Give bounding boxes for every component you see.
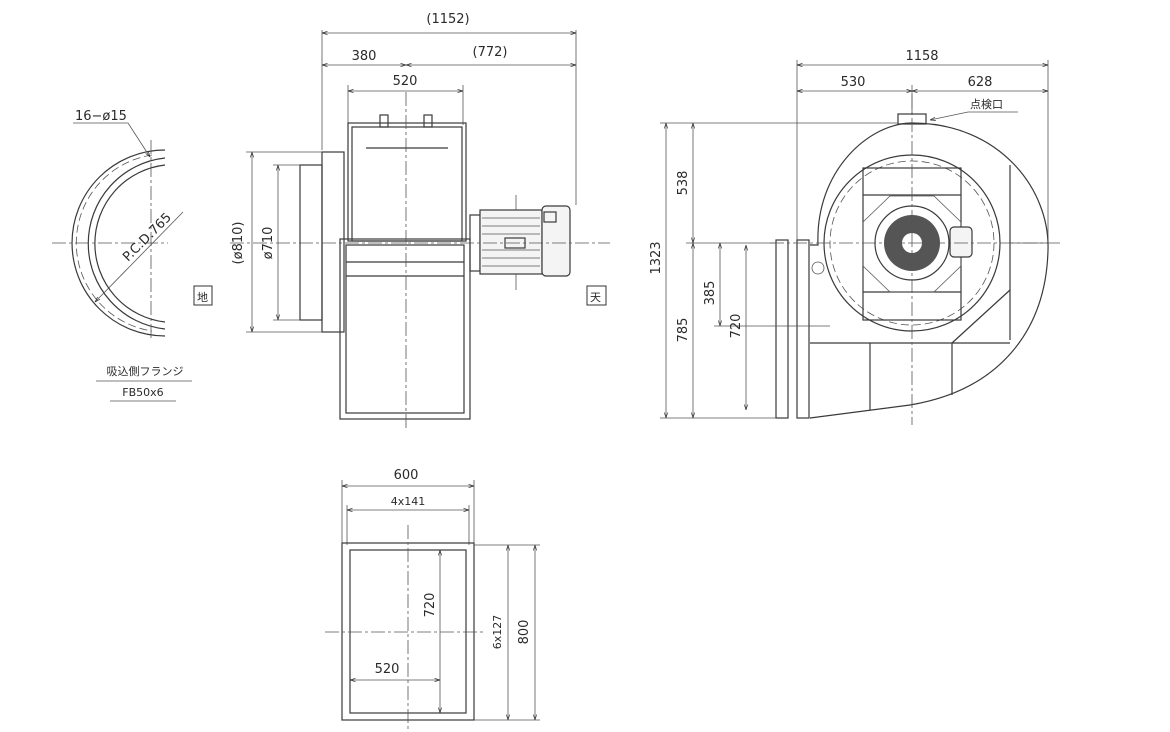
overall-height-dim: 1323 xyxy=(649,241,664,274)
flange-view: 16−ø15 P.C.D.765 地 吸込側フランジ FB50x6 xyxy=(52,109,213,402)
outlet-outer-width-dim: 600 xyxy=(394,468,419,483)
casing-width-dim: 520 xyxy=(393,74,418,89)
outlet-inner-width-dim: 520 xyxy=(375,662,400,677)
outlet-offset-dim: 385 xyxy=(703,281,718,306)
inner-diameter-dim: ø710 xyxy=(261,227,276,260)
left-width-dim: 530 xyxy=(841,75,866,90)
flange-outer-arc xyxy=(71,149,166,337)
flange-title: 吸込側フランジ xyxy=(107,365,184,378)
front-view: 1158 530 628 点検口 13 xyxy=(649,49,1060,425)
outlet-view: 600 4x141 720 520 6x127 800 xyxy=(325,468,540,732)
inspection-port-label: 点検口 xyxy=(970,97,1003,111)
right-width-dim: 628 xyxy=(968,75,993,90)
flange-inner-arc xyxy=(94,164,166,323)
bolt-pitch-y-dim: 6x127 xyxy=(491,615,504,650)
outlet-outer-height-dim: 800 xyxy=(517,620,532,645)
bolt-pitch-x-dim: 4x141 xyxy=(391,495,426,508)
outer-diameter-dim: (ø810) xyxy=(231,222,246,265)
outlet-height-dim: 720 xyxy=(729,314,744,339)
inlet-length-dim: 380 xyxy=(352,49,377,64)
flange-material: FB50x6 xyxy=(122,386,163,399)
hole-spec-label: 16−ø15 xyxy=(75,109,127,124)
upper-height-dim: 538 xyxy=(676,171,691,196)
pcd-label: P.C.D.765 xyxy=(120,210,175,265)
motor-fins xyxy=(482,217,540,267)
side-view: (1152) 380 (772) 520 xyxy=(230,12,610,428)
lower-height-dim: 785 xyxy=(676,318,691,343)
outlet-inner-height-dim: 720 xyxy=(423,593,438,618)
flange-mid-arc xyxy=(87,157,166,330)
overall-length-dim: (1152) xyxy=(426,12,469,27)
top-mark: 天 xyxy=(590,291,601,304)
ground-mark: 地 xyxy=(197,291,208,304)
overall-width-dim: 1158 xyxy=(905,49,938,64)
motor-length-dim: (772) xyxy=(473,45,508,60)
